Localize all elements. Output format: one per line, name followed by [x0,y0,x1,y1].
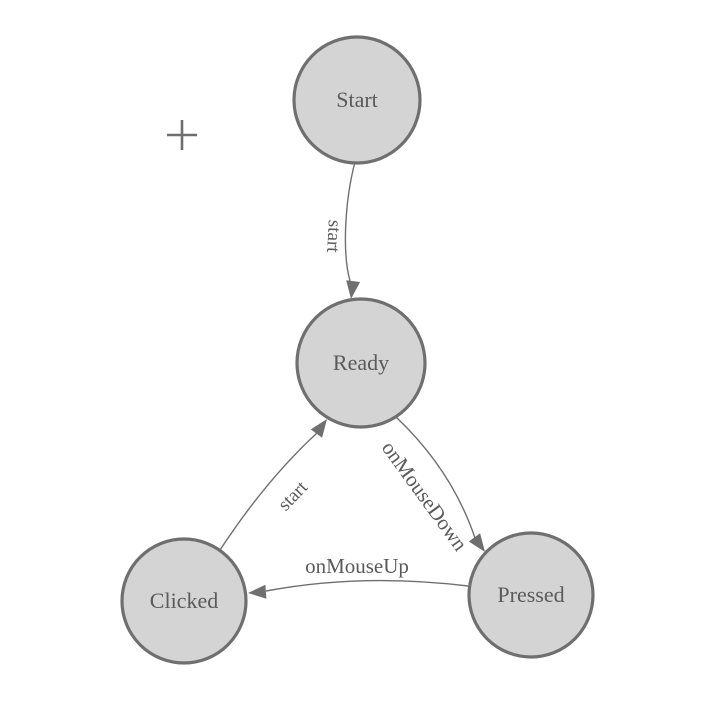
arrowhead-icon [468,533,485,552]
transition-label: onMouseUp [305,554,409,578]
state-label: Pressed [497,582,564,607]
arrowhead-icon [248,584,267,599]
transition-clicked-to-ready[interactable]: start [219,419,327,551]
state-label: Ready [333,350,389,375]
transition-start-to-ready[interactable]: start [322,161,361,299]
state-node-start[interactable]: Start [292,35,422,165]
transition-label: start [274,477,312,516]
state-circle [295,297,427,429]
transition-ready-to-pressed[interactable]: onMouseDown [377,416,485,556]
transition-pressed-to-clicked[interactable]: onMouseUp [248,554,469,599]
state-node-pressed[interactable]: Pressed [467,531,595,659]
edge-line [395,416,476,539]
state-circle [120,537,248,665]
arrowhead-icon [310,419,327,438]
state-label: Clicked [150,588,218,613]
transition-label: start [322,219,345,253]
edge-line [344,161,356,282]
edge-line [265,579,469,592]
plus-crosshair-icon [167,120,197,150]
transition-label: onMouseDown [377,436,473,555]
edge-line [219,432,318,551]
state-node-clicked[interactable]: Clicked [120,537,248,665]
state-label: Start [336,87,378,112]
state-circle [467,531,595,659]
state-node-ready[interactable]: Ready [295,297,427,429]
state-circle [292,35,422,165]
arrowhead-icon [346,280,361,299]
